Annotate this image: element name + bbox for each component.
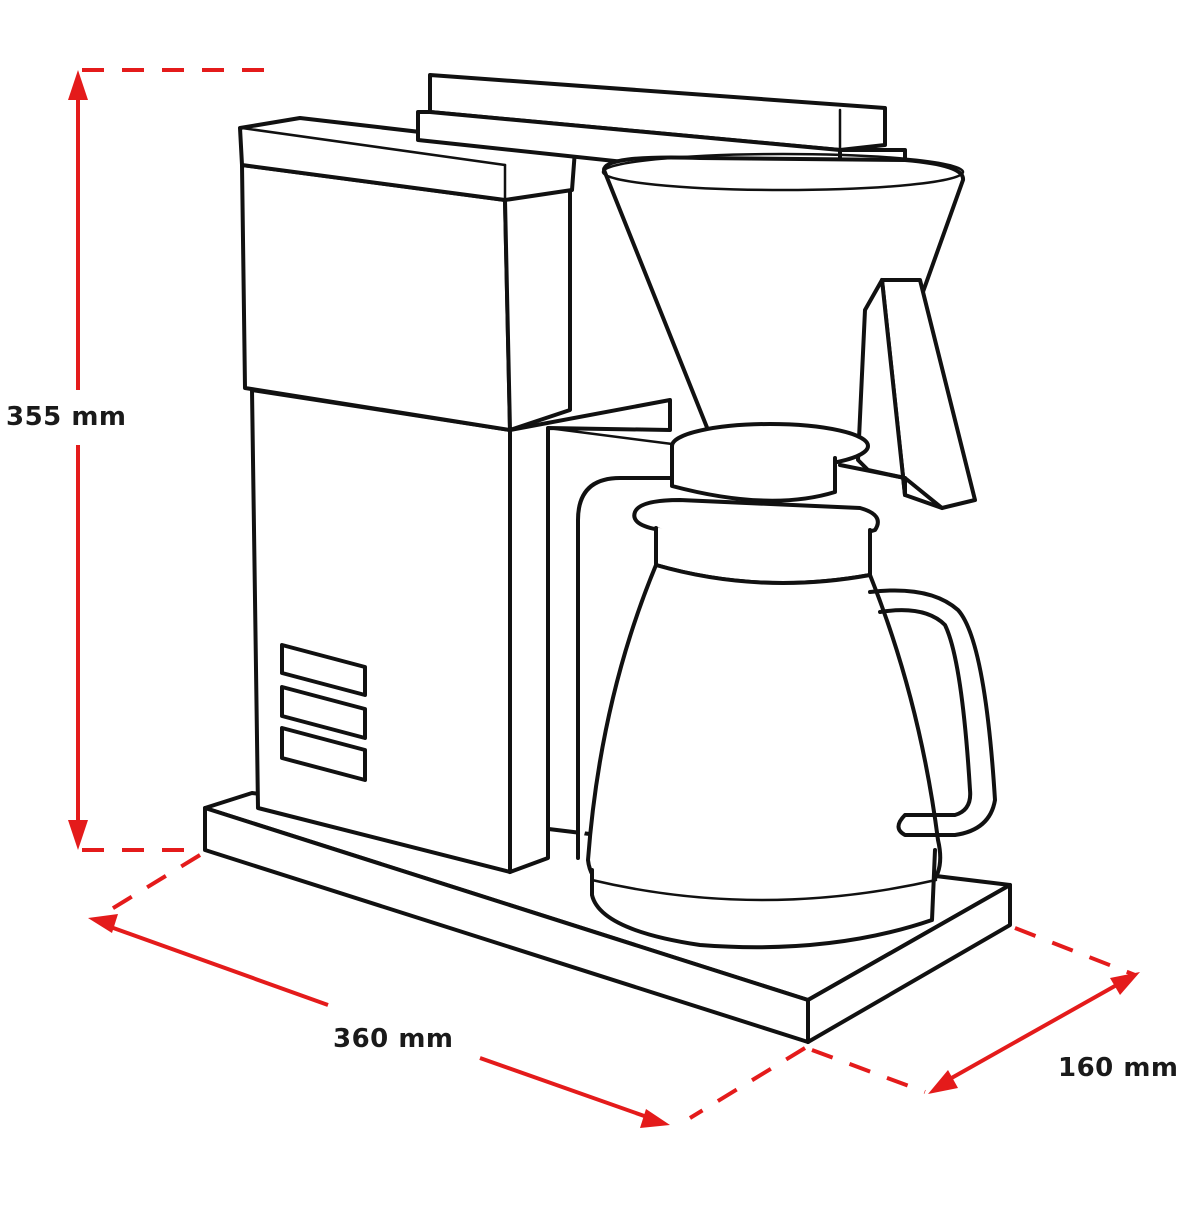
funnel-outlet-ring bbox=[670, 422, 870, 503]
arrow-down-left-icon bbox=[928, 1070, 958, 1094]
height-dimension-label: 355 mm bbox=[6, 402, 127, 432]
arrow-up-icon bbox=[68, 70, 88, 100]
arrow-down-icon bbox=[68, 820, 88, 850]
water-tank bbox=[240, 163, 572, 432]
control-slot-3[interactable] bbox=[280, 726, 367, 782]
control-panel-slots bbox=[280, 643, 367, 782]
arrow-right-icon bbox=[640, 1109, 670, 1128]
control-slot-1[interactable] bbox=[280, 643, 367, 697]
depth-dimension bbox=[811, 926, 1140, 1094]
width-dimension-label: 360 mm bbox=[333, 1024, 454, 1054]
control-slot-2[interactable] bbox=[280, 685, 367, 740]
height-dimension bbox=[68, 68, 275, 852]
water-tank-lid bbox=[238, 116, 577, 202]
depth-dimension-label: 160 mm bbox=[1058, 1053, 1179, 1083]
carafe bbox=[586, 563, 943, 950]
carafe-handle bbox=[868, 588, 997, 837]
funnel-handle bbox=[838, 278, 977, 510]
width-dimension bbox=[88, 853, 807, 1128]
arrow-up-right-icon bbox=[1110, 972, 1140, 995]
arrow-left-icon bbox=[88, 914, 118, 933]
